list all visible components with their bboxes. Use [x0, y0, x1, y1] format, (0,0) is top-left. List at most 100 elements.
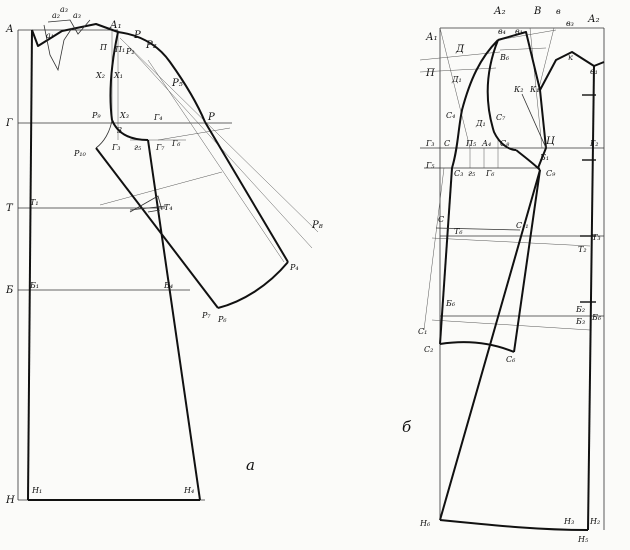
b-label-B1: Б₁	[539, 153, 549, 162]
b-neckline	[539, 51, 605, 91]
b-label-A4: А₄	[481, 139, 491, 148]
b-label-C11a: С	[438, 215, 444, 224]
a-label-G3: Г₃	[111, 143, 121, 152]
figure-b: А₂ В в А₂ в₃ А₁ Д в₄ в₁ В₆ к в₁ П Д₁ К₁ …	[402, 6, 605, 544]
b-label-G5: Г₅	[425, 161, 435, 170]
b-label-H2: Н₂	[589, 517, 600, 526]
a-label-H: Н	[5, 495, 15, 506]
a-label-3: 3	[117, 126, 122, 135]
b-sleeve-guide	[423, 167, 445, 331]
a-label-P4: Р₄	[289, 263, 299, 272]
b-label-C2: С₂	[424, 345, 433, 354]
a-label-B4: Б₄	[163, 281, 173, 290]
a-label-G4: Г₄	[153, 113, 163, 122]
b-label-C1: С₁	[418, 327, 427, 336]
b-label-H5: Н₅	[577, 535, 589, 544]
b-diag-3	[537, 27, 555, 93]
b-label-B2: Б₂	[575, 305, 585, 314]
a-label-A: А	[5, 24, 14, 35]
a-sleeve-inner	[95, 147, 219, 309]
a-label-a3b: а₃	[73, 11, 81, 20]
figure-a: А а₂ а₃ а₃ а₁ А₁ Р Р₃ П П₁ Р₂ Р₅ Х₂ Х₁ Г…	[5, 5, 323, 506]
b-label-V: В	[533, 6, 541, 17]
a-label-A1: А₁	[109, 20, 122, 31]
b-diag-1	[439, 27, 471, 149]
b-label-C4: С₄	[446, 111, 455, 120]
b-dart-inner	[521, 93, 547, 149]
a-label-H4: Н₄	[183, 486, 194, 495]
a-guide-3	[147, 59, 285, 263]
b-label-K2: К₂	[513, 85, 523, 94]
a-elbow-line	[147, 209, 161, 213]
b-label-V6: В₆	[499, 53, 510, 62]
a-label-X2: Х₂	[95, 71, 105, 80]
a-label-P10: Р₁₀	[73, 149, 87, 158]
b-label-H3: Н₃	[563, 517, 574, 526]
a-label-H1: Н₁	[31, 486, 42, 495]
a-sleeve-hem	[217, 261, 289, 309]
b-armhole-lower	[515, 149, 541, 171]
a-side-seam	[147, 139, 201, 501]
b-label-C11: С₁₁	[516, 221, 529, 230]
a-label-T1: Т₁	[30, 198, 39, 207]
a-label-a3: а₃	[60, 5, 68, 14]
b-label-T2: Т₂	[578, 245, 587, 254]
a-label-G7: Г₇	[155, 143, 165, 152]
a-dart-guides	[47, 19, 91, 35]
b-hem	[439, 519, 589, 531]
b-sleeve-front	[513, 169, 541, 353]
a-label-B: Б	[5, 285, 14, 296]
a-sleeve-cap	[117, 31, 206, 123]
b-label-G5b: г₅	[468, 169, 476, 178]
a-label-P1: Р	[207, 112, 215, 123]
b-hip-guide	[431, 319, 591, 331]
b-label-V1: в₁	[515, 27, 523, 36]
b-label-Ts: Ц	[546, 136, 556, 147]
b-caption: б	[402, 418, 412, 436]
b-label-V2: в	[556, 7, 561, 16]
b-label-G3: Г₃	[425, 139, 435, 148]
a-label-T4: Т₄	[164, 203, 173, 212]
b-shoulder	[497, 31, 541, 91]
b-label-V1r: в₁	[590, 67, 598, 76]
b-label-H6: Н₆	[419, 519, 431, 528]
b-label-Pi: П	[425, 68, 435, 79]
a-label-X3: Х₃	[119, 111, 129, 120]
b-label-K: к	[568, 53, 573, 62]
a-label-a1: а₁	[46, 31, 54, 40]
b-label-A1: А₁	[425, 32, 438, 43]
b-label-A2top: А₂	[493, 6, 506, 17]
b-label-Pi5: П₅	[465, 139, 477, 148]
a-centre-back	[27, 29, 33, 501]
a-label-P5: Р₅	[171, 78, 183, 89]
a-label-G5: г₅	[134, 143, 142, 152]
b-label-B6r: Б₆	[591, 313, 602, 322]
a-label-P7: Р₇	[201, 311, 211, 320]
a-guide-5	[99, 171, 223, 206]
a-label-P2: Р₂	[125, 47, 135, 56]
b-diag-5	[499, 47, 547, 51]
b-elbow-line	[435, 227, 521, 231]
b-elbow-guide	[431, 237, 591, 247]
b-neck-guide2	[419, 67, 497, 73]
a-label-P: Р	[133, 30, 141, 41]
a-label-Pi1: П₁	[114, 45, 125, 54]
a-neck-shoulder	[31, 23, 119, 47]
a-guide-4	[157, 127, 231, 141]
a-label-P6: Р₆	[217, 315, 227, 324]
b-label-C3: С₃	[454, 169, 463, 178]
a-label-G6: Г₆	[171, 139, 181, 148]
b-label-G6: Г₆	[485, 169, 495, 178]
a-label-B1: Б₁	[29, 281, 39, 290]
a-guide-1	[119, 37, 319, 233]
b-centre-front	[587, 65, 595, 531]
a-elbow-dart	[129, 205, 167, 211]
b-label-C9: С₉	[546, 169, 556, 178]
b-label-C: С	[444, 139, 450, 148]
b-label-D: Д	[455, 44, 465, 55]
a-shoulder-dart	[43, 24, 73, 72]
b-label-T3: Т₃	[592, 233, 601, 242]
a-label-a2: а₂	[52, 11, 60, 20]
